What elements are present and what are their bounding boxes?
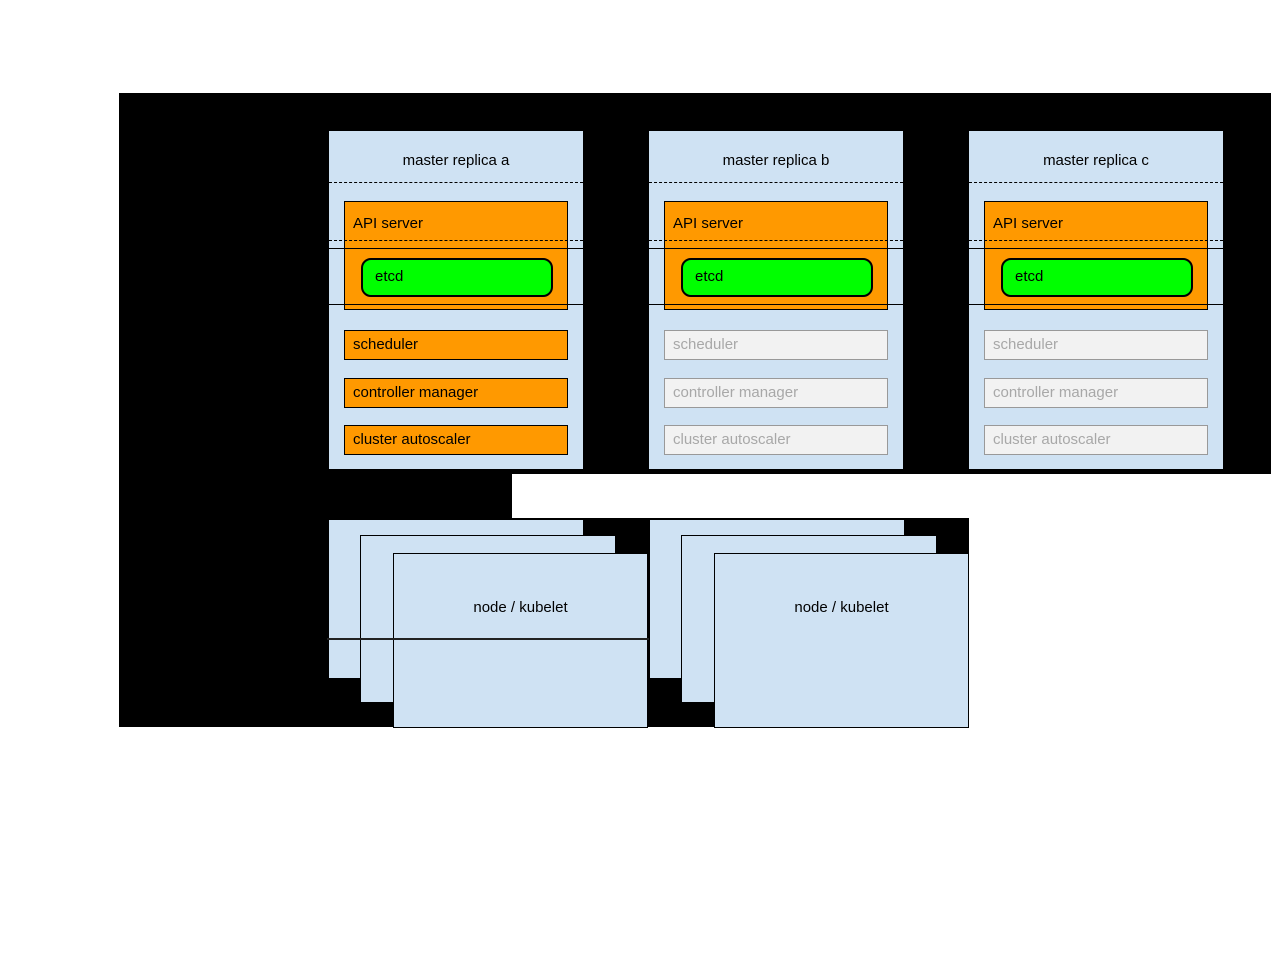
scheduler-box: scheduler <box>984 330 1208 360</box>
controller-manager-box: controller manager <box>344 378 568 408</box>
separator-dashed-line <box>329 240 583 241</box>
node-stack-1: node / kubelet <box>328 519 650 729</box>
white-cutout <box>969 518 1272 728</box>
controller-manager-box: controller manager <box>984 378 1208 408</box>
node-stack-2: node / kubelet <box>649 519 971 729</box>
etcd-band-top-line <box>969 248 1223 249</box>
master-replica-box-c: master replica c API server etcd schedul… <box>968 130 1224 470</box>
etcd-band-bottom-line <box>649 304 903 305</box>
etcd-band-bottom-line <box>969 304 1223 305</box>
node-box-front <box>714 553 969 728</box>
replica-title: master replica a <box>402 152 510 169</box>
replica-title: master replica b <box>722 152 830 169</box>
master-replica-box-a: master replica a API server etcd schedul… <box>328 130 584 470</box>
api-server-label: API server <box>993 215 1064 232</box>
node-box-front <box>393 553 648 728</box>
separator-dashed-line <box>649 182 903 183</box>
scheduler-box: scheduler <box>344 330 568 360</box>
etcd-band-top-line <box>649 248 903 249</box>
cluster-autoscaler-box: cluster autoscaler <box>664 425 888 455</box>
separator-dashed-line <box>969 182 1223 183</box>
master-replica-box-b: master replica b API server etcd schedul… <box>648 130 904 470</box>
separator-dashed-line <box>649 240 903 241</box>
cluster-autoscaler-box: cluster autoscaler <box>344 425 568 455</box>
node-kubelet-label: node / kubelet <box>794 599 889 616</box>
separator-dashed-line <box>329 182 583 183</box>
etcd-box: etcd <box>681 258 873 297</box>
api-server-label: API server <box>673 215 744 232</box>
white-band <box>512 474 1272 518</box>
etcd-box: etcd <box>361 258 553 297</box>
separator-dashed-line <box>969 240 1223 241</box>
etcd-band-top-line <box>329 248 583 249</box>
replica-title: master replica c <box>1043 152 1149 169</box>
cluster-autoscaler-box: cluster autoscaler <box>984 425 1208 455</box>
connector-line <box>327 638 714 640</box>
scheduler-box: scheduler <box>664 330 888 360</box>
etcd-box: etcd <box>1001 258 1193 297</box>
api-server-label: API server <box>353 215 424 232</box>
etcd-band-bottom-line <box>329 304 583 305</box>
node-kubelet-label: node / kubelet <box>473 599 568 616</box>
controller-manager-box: controller manager <box>664 378 888 408</box>
